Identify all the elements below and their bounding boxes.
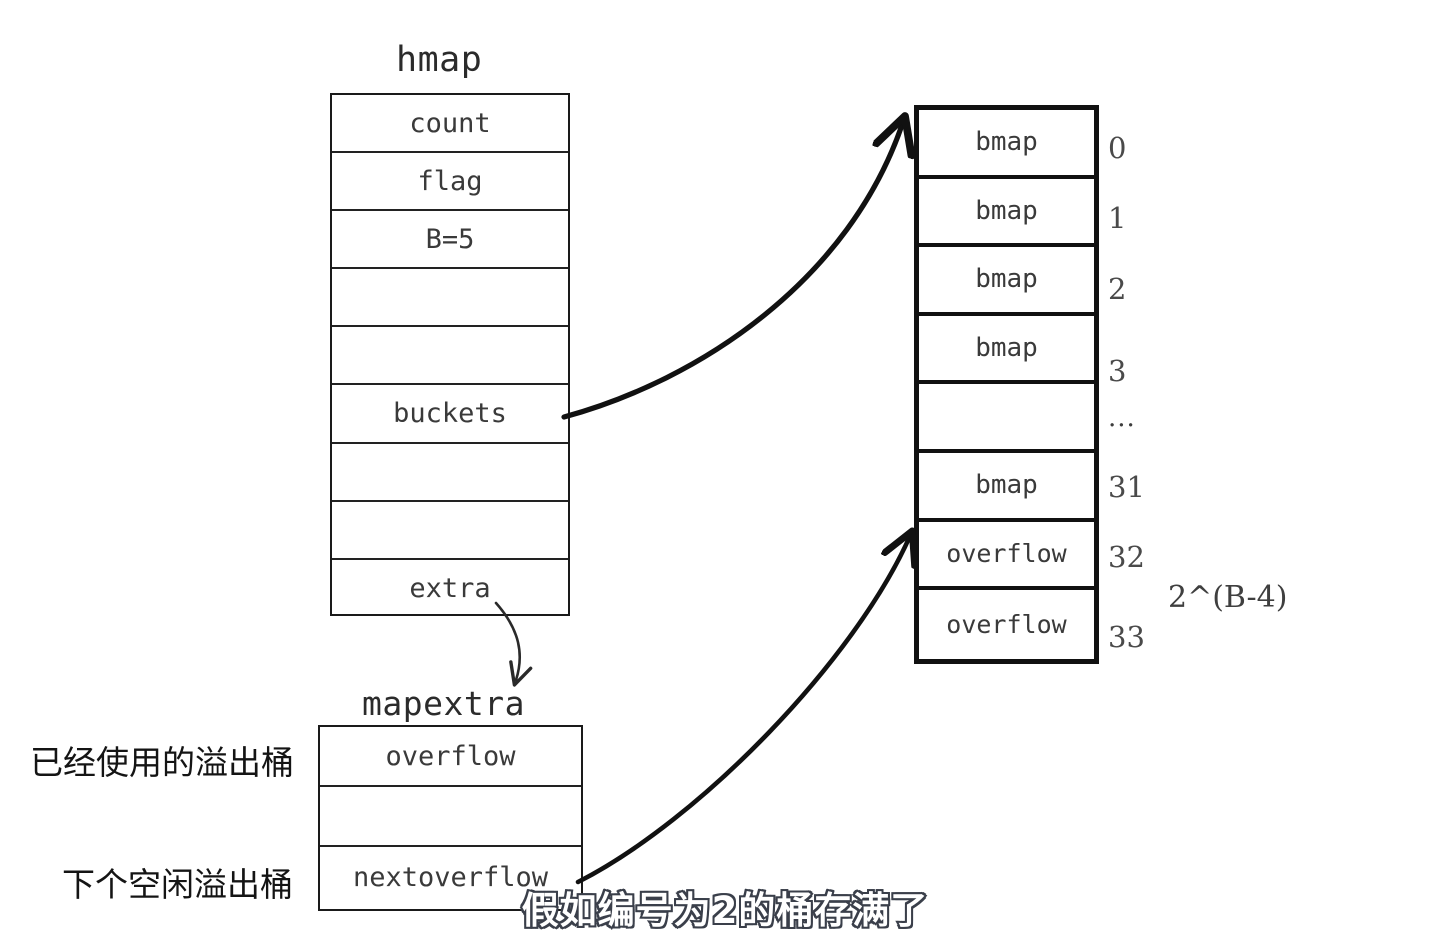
- hmap-field-buckets: buckets: [332, 385, 568, 444]
- bmap-row-4: [919, 384, 1094, 453]
- bmap-array-table: bmap bmap bmap bmap bmap overflow overfl…: [914, 105, 1099, 664]
- bmap-row-33: overflow: [946, 609, 1067, 639]
- hmap-title: hmap: [396, 40, 483, 80]
- arrow-buckets-to-bmap: [561, 122, 903, 420]
- hmap-field-empty-1: [332, 269, 568, 328]
- mapextra-field-empty: [320, 787, 581, 847]
- annotation-used-overflow-bucket: 已经使用的溢出桶: [30, 743, 294, 782]
- hmap-field-extra: extra: [409, 573, 491, 605]
- bmap-index-32: 32: [1108, 540, 1145, 574]
- hmap-field-count: count: [332, 95, 568, 154]
- annotation-next-free-overflow-bucket: 下个空闲溢出桶: [62, 865, 293, 904]
- bmap-row-32: overflow: [919, 522, 1094, 591]
- bmap-row-0: bmap: [919, 110, 1094, 179]
- mapextra-struct-table: overflow nextoverflow: [318, 725, 583, 911]
- bmap-index-1: 1: [1108, 201, 1127, 235]
- bmap-row-31: bmap: [919, 453, 1094, 522]
- bmap-index-3: 3: [1108, 354, 1127, 388]
- mapextra-field-overflow: overflow: [320, 727, 581, 787]
- hmap-field-flag: flag: [332, 153, 568, 212]
- bmap-row-2: bmap: [919, 247, 1094, 316]
- bmap-row-3: bmap: [919, 316, 1094, 385]
- video-subtitle: 假如编号为2的桶存满了: [520, 887, 930, 934]
- hmap-field-empty-2: [332, 327, 568, 386]
- hmap-field-b: B=5: [332, 211, 568, 270]
- hmap-struct-table: count flag B=5 buckets extra: [330, 93, 570, 616]
- bmap-index-0: 0: [1108, 131, 1127, 165]
- mapextra-title: mapextra: [362, 684, 525, 723]
- hmap-field-empty-3: [332, 444, 568, 502]
- bmap-index-2: 2: [1108, 272, 1127, 306]
- bmap-row-1: bmap: [919, 179, 1094, 248]
- arrow-nextoverflow-to-bmap-32: [575, 536, 910, 885]
- bmap-index-33: 33: [1108, 620, 1145, 654]
- hmap-field-empty-4: [332, 502, 568, 560]
- mapextra-field-nextoverflow: nextoverflow: [352, 861, 549, 893]
- bmap-power-label: 2^(B-4): [1168, 580, 1288, 615]
- bmap-index-ellipsis: ...: [1108, 403, 1136, 433]
- bmap-index-31: 31: [1108, 470, 1145, 504]
